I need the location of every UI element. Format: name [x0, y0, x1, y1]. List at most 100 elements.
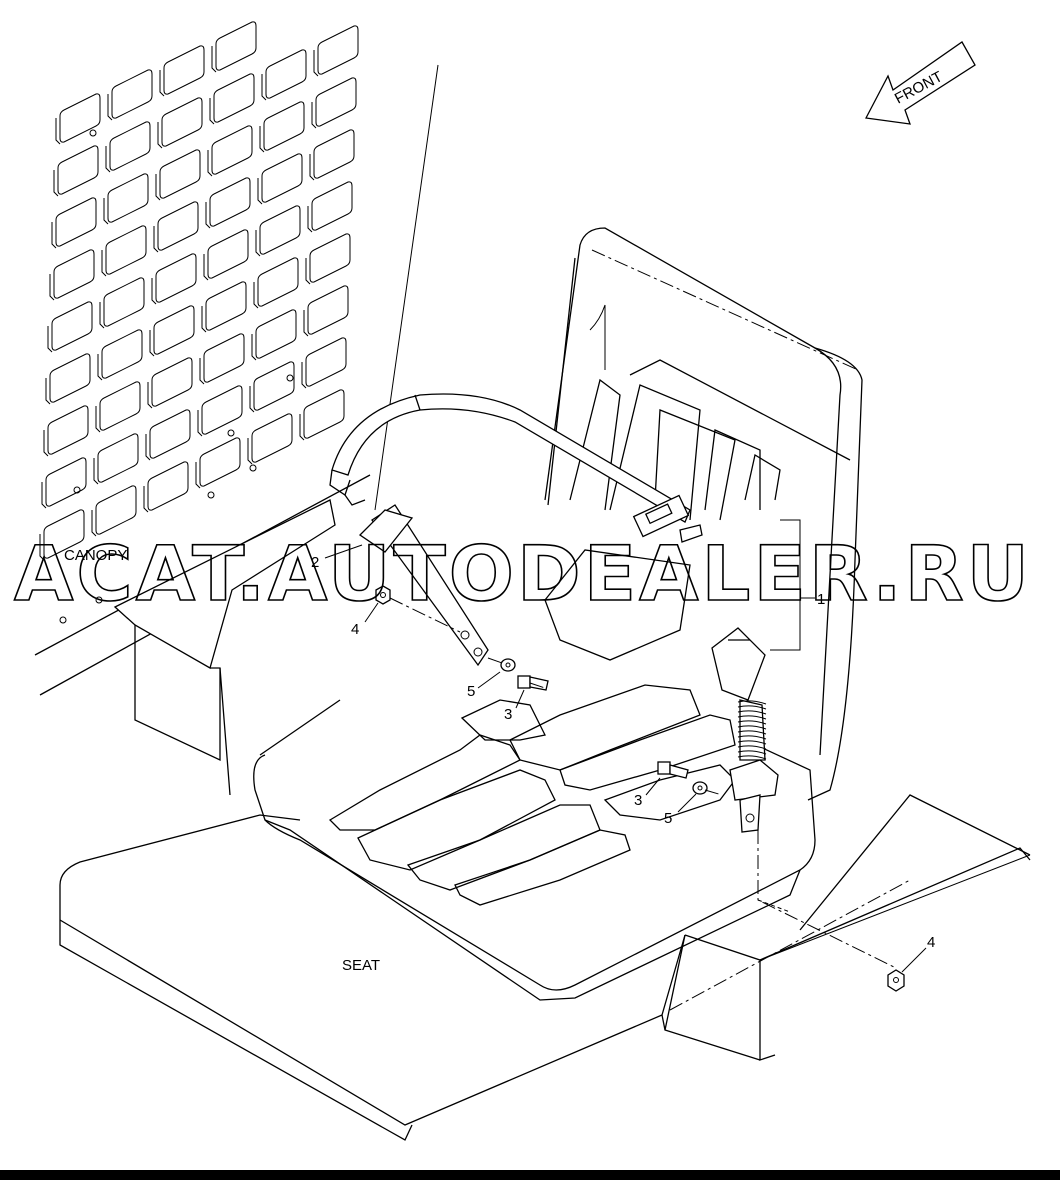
mesh-cell — [147, 461, 189, 511]
mesh-cell — [213, 73, 255, 123]
stalk-rib — [737, 720, 767, 725]
nut-left — [375, 585, 391, 605]
mesh-cell-edge — [259, 126, 265, 153]
stalk-rib — [737, 710, 767, 715]
bolt-left — [517, 675, 549, 691]
mesh-cell — [51, 301, 93, 351]
mesh-cell-edge — [257, 178, 263, 205]
mesh-cell — [251, 413, 293, 463]
mesh-cell-edge — [145, 434, 151, 461]
mesh-cell-edge — [151, 278, 157, 305]
mesh-cell — [43, 509, 85, 559]
mesh-cell — [317, 25, 359, 75]
mesh-cell — [105, 225, 147, 275]
mesh-cell — [209, 177, 251, 227]
mesh-cell-edge — [99, 302, 105, 329]
canopy-floor-plate — [34, 474, 371, 796]
mesh-cell — [303, 389, 345, 439]
mesh-cell-edge — [209, 98, 215, 125]
canopy-mesh-panel — [39, 21, 439, 624]
stalk-rib — [737, 750, 767, 755]
mesh-cell — [57, 145, 99, 195]
stalk-rib — [737, 700, 767, 705]
mesh-cell-edge — [301, 362, 307, 389]
stalk-rib — [737, 745, 767, 750]
stalk-rib — [737, 735, 767, 740]
stalk-rib — [737, 725, 767, 730]
mesh-cell — [201, 385, 243, 435]
mesh-cell-edge — [207, 150, 213, 177]
washer-left — [500, 658, 516, 672]
seat-base-platform — [59, 794, 1031, 1141]
mesh-cell-edge — [153, 226, 159, 253]
mesh-cell — [157, 201, 199, 251]
mesh-cell-edge — [309, 154, 315, 181]
callout-4-right: 4 — [927, 934, 935, 951]
mesh-cell-edge — [253, 282, 259, 309]
mesh-cell — [155, 253, 197, 303]
mesh-cell-edge — [195, 462, 201, 489]
mesh-cell — [199, 437, 241, 487]
washer-right — [692, 781, 708, 795]
mesh-cell-edge — [105, 146, 111, 173]
mesh-cell — [313, 129, 355, 179]
mesh-cell-edge — [311, 102, 317, 129]
mesh-cell — [149, 409, 191, 459]
mesh-cell-edge — [39, 534, 45, 561]
mesh-cell-edge — [103, 198, 109, 225]
stalk-rib — [737, 715, 767, 720]
mesh-cell-edge — [197, 410, 203, 437]
mesh-cell — [255, 309, 297, 359]
mesh-cell — [253, 361, 295, 411]
mesh-cell — [109, 121, 151, 171]
mesh-cell — [261, 153, 303, 203]
mesh-cell-edge — [49, 274, 55, 301]
seat-backrest — [544, 227, 863, 801]
mesh-cell — [205, 281, 247, 331]
mesh-cell-edge — [159, 70, 165, 97]
bolt-right — [657, 761, 689, 779]
mesh-cell-edge — [299, 414, 305, 441]
mesh-cell-edge — [157, 122, 163, 149]
mesh-cell — [211, 125, 253, 175]
mesh-cell-edge — [249, 386, 255, 413]
mesh-cell — [107, 173, 149, 223]
callout-3-left: 3 — [504, 706, 512, 723]
callout-2: 2 — [311, 554, 319, 571]
mesh-cell-edge — [101, 250, 107, 277]
mesh-cell-edge — [95, 406, 101, 433]
mesh-cell-edge — [307, 206, 313, 233]
mesh-cell — [95, 485, 137, 535]
mesh-cell-edge — [93, 458, 99, 485]
mesh-cell-edge — [41, 482, 47, 509]
mesh-cell — [311, 181, 353, 231]
mesh-cell — [315, 77, 357, 127]
mesh-cell-edge — [255, 230, 261, 257]
mesh-cell-edge — [303, 310, 309, 337]
mesh-cell-edge — [53, 170, 59, 197]
canopy-label: CANOPY — [64, 547, 127, 564]
mesh-cell — [47, 405, 89, 455]
stalk-rib — [737, 755, 767, 760]
mesh-cell-edge — [43, 430, 49, 457]
mesh-cell — [257, 257, 299, 307]
mesh-cell — [163, 45, 205, 95]
callout-5-right: 5 — [664, 810, 672, 827]
stalk-rib — [737, 740, 767, 745]
mesh-cell-edge — [55, 118, 61, 145]
mesh-cell — [161, 97, 203, 147]
leader-lines — [324, 544, 927, 973]
mesh-cell-edge — [51, 222, 57, 249]
mesh-cell — [103, 277, 145, 327]
mesh-cell — [53, 249, 95, 299]
mesh-cell — [111, 69, 153, 119]
mesh-cell-edge — [155, 174, 161, 201]
mesh-cell-edge — [203, 254, 209, 281]
mesh-cell — [203, 333, 245, 383]
callout-3-right: 3 — [634, 792, 642, 809]
mesh-cell — [55, 197, 97, 247]
mounting-bracket — [358, 504, 489, 667]
mesh-cell-edge — [47, 326, 53, 353]
mesh-cell-edge — [199, 358, 205, 385]
